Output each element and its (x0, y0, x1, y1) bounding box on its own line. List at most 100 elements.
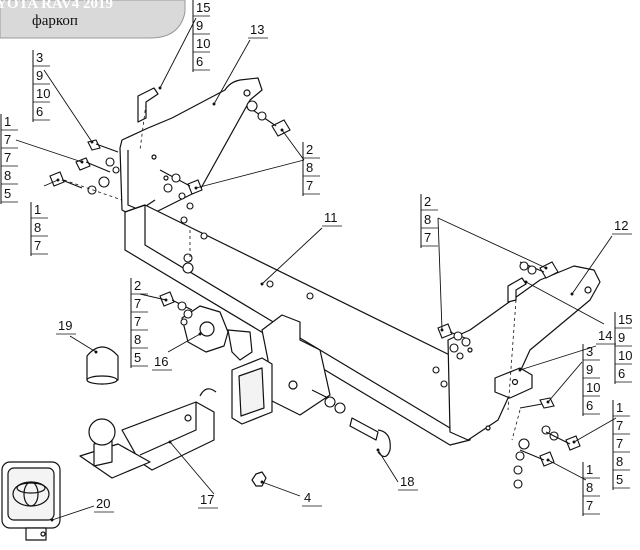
callout-c16: 16 (152, 354, 172, 371)
callout-number: 20 (96, 496, 110, 511)
callout-number: 5 (616, 472, 623, 487)
callout-number: 5 (4, 186, 11, 201)
callout-c17: 17 (198, 492, 218, 509)
callout-c20: 20 (94, 496, 114, 513)
callout-c18: 18 (398, 474, 418, 491)
callout-number: 16 (154, 354, 168, 369)
fasteners (49, 100, 581, 489)
callout-number: 1 (616, 400, 623, 415)
callout-c14: 14 (596, 328, 616, 345)
right-bracket (447, 265, 601, 441)
callout-c15b: 15 9 10 6 (614, 312, 632, 384)
left-bracket-flange (127, 150, 156, 211)
callout-c11: 11 (322, 210, 342, 227)
callout-number: 7 (4, 132, 11, 147)
callout-c12: 12 (612, 218, 632, 235)
callout-number: 8 (616, 454, 623, 469)
hitch-pin (349, 417, 379, 441)
callout-number: 9 (196, 18, 203, 33)
callout-number: 6 (618, 366, 625, 381)
bracket-hole (243, 89, 251, 97)
callout-number: 5 (134, 350, 141, 365)
callout-number: 15 (618, 312, 632, 327)
callout-c15a: 15 9 10 6 (192, 0, 210, 72)
callout-number: 7 (4, 150, 11, 165)
callout-number: 7 (134, 314, 141, 329)
callout-number: 7 (306, 178, 313, 193)
callout-number: 9 (618, 330, 625, 345)
bracket-hole (467, 347, 473, 353)
callout-number: 1 (34, 202, 41, 217)
callout-number: 18 (400, 474, 414, 489)
callout-number: 8 (306, 160, 313, 175)
callout-number: 8 (34, 220, 41, 235)
callout-number: 3 (586, 344, 593, 359)
emblem-tab (25, 527, 47, 541)
callout-number: 7 (424, 230, 431, 245)
callout-number: 17 (200, 492, 214, 507)
callout-number: 12 (614, 218, 628, 233)
l-bracket (507, 277, 527, 303)
callout-number: 8 (424, 212, 431, 227)
callout-number: 6 (36, 104, 43, 119)
callout-number: 11 (324, 210, 338, 225)
callout-number: 1 (586, 462, 593, 477)
callout-number: 9 (36, 68, 43, 83)
callout-number: 7 (616, 436, 623, 451)
callout-number: 2 (424, 194, 431, 209)
assembly-guides (63, 103, 521, 441)
bracket-hole (163, 175, 169, 181)
callout-number: 2 (134, 278, 141, 293)
callout-c2b: 2 8 7 (420, 194, 438, 248)
bracket-hole (485, 425, 491, 431)
callout-c3b: 3 9 10 6 (582, 344, 600, 416)
bracket-hole (151, 154, 157, 160)
callout-number: 13 (250, 22, 264, 37)
callout-c2c: 2 7 7 8 5 (130, 278, 148, 368)
callout-number: 10 (586, 380, 600, 395)
callout-number: 3 (36, 50, 43, 65)
callout-c13: 13 (248, 22, 268, 39)
tow-ball (88, 418, 116, 446)
callout-number: 8 (134, 332, 141, 347)
callout-number: 7 (586, 498, 593, 513)
callout-c3a: 3 9 10 6 (32, 50, 50, 122)
header-caption: фаркоп (32, 13, 78, 29)
callout-number: 10 (618, 348, 632, 363)
callout-c1b: 1 8 7 (30, 202, 48, 256)
callout-c1d: 1 8 7 (582, 462, 600, 516)
callout-number: 10 (196, 36, 210, 51)
bracket-hole (584, 286, 592, 294)
callout-number: 7 (134, 296, 141, 311)
pin-clip (377, 429, 391, 458)
callout-c19: 19 (56, 318, 76, 335)
callout-number: 8 (586, 480, 593, 495)
crossbeam-edge (144, 205, 471, 441)
callout-labels: 1591061339106177851872871128712277851916… (0, 0, 632, 516)
callout-c4: 4 (302, 490, 322, 507)
leader-lines (15, 17, 617, 522)
callout-number: 6 (196, 54, 203, 69)
callout-number: 7 (616, 418, 623, 433)
callout-number: 4 (304, 490, 311, 505)
callout-c1c: 1 7 7 8 5 (612, 400, 630, 490)
bolt-4 (251, 471, 267, 487)
l-bracket (137, 87, 159, 123)
callout-number: 10 (36, 86, 50, 101)
callout-number: 19 (58, 318, 72, 333)
callout-number: 9 (586, 362, 593, 377)
socket-plug (227, 329, 253, 361)
callout-number: 2 (306, 142, 313, 157)
left-bracket (119, 77, 263, 221)
callout-c2a: 2 8 7 (302, 142, 320, 196)
callout-c1a: 1 7 7 8 5 (0, 114, 18, 204)
callout-number: 15 (196, 0, 210, 15)
callout-number: 1 (4, 114, 11, 129)
callout-number: 14 (598, 328, 612, 343)
callout-number: 7 (34, 238, 41, 253)
header-model: YOTA RAV4 2019 (0, 0, 113, 12)
callout-number: 6 (586, 398, 593, 413)
callout-number: 8 (4, 168, 11, 183)
